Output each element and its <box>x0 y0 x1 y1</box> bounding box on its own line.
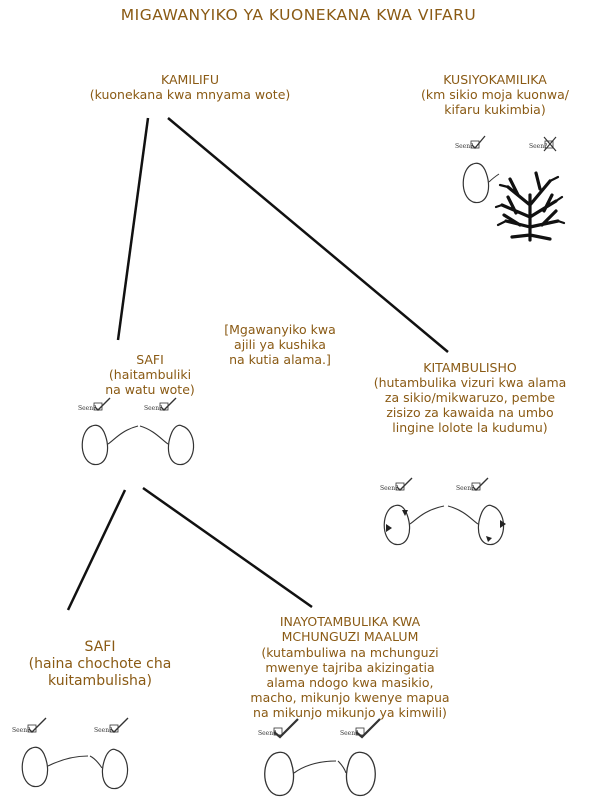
seen-label: Seen? <box>12 727 30 734</box>
sketch-pair-inayotambulika: Seen? Seen? <box>258 719 380 796</box>
seen-label: Seen? <box>456 485 474 492</box>
seen-label: Seen? <box>78 405 96 412</box>
seen-label: Seen? <box>455 143 473 150</box>
seen-label: Seen? <box>94 727 112 734</box>
sketch-pair-safi-top: Seen? Seen? <box>78 398 194 465</box>
seen-label: Seen? <box>340 730 358 737</box>
seen-label: Seen? <box>258 730 276 737</box>
seen-label: Seen? <box>380 485 398 492</box>
sketch-pair-kitambulisho: Seen? Seen? <box>380 478 506 545</box>
seen-label: Seen? <box>529 143 547 150</box>
seen-label: Seen? <box>144 405 162 412</box>
bush-icon <box>496 173 564 240</box>
sketch-pair-safi-bottom: Seen? Seen? <box>12 718 128 789</box>
